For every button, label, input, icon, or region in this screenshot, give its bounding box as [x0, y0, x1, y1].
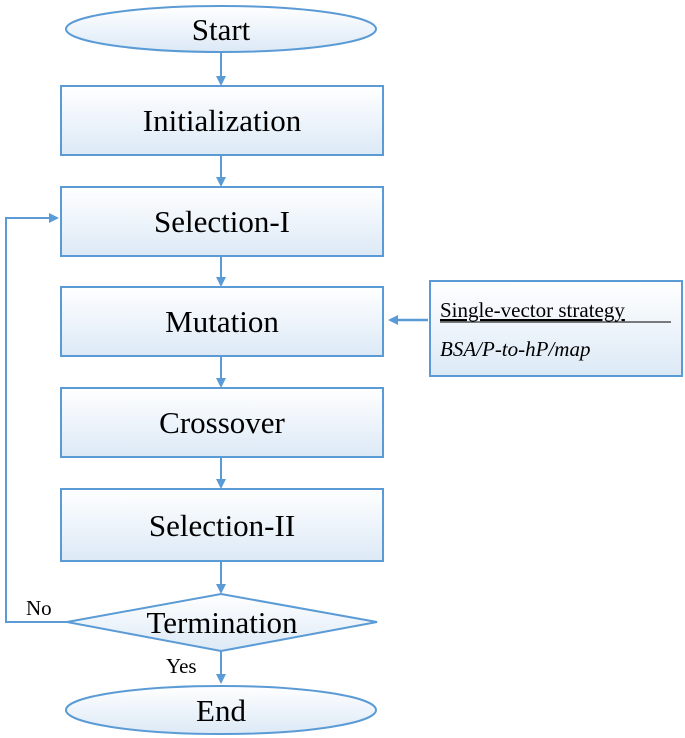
selection1-node: Selection-I: [60, 186, 384, 257]
crossover-label: Crossover: [159, 405, 285, 440]
strategy-box: Single-vector strategy BSA/P-to-hP/map: [429, 280, 683, 377]
initialization-label: Initialization: [143, 103, 302, 138]
selection2-box: [60, 488, 384, 562]
no-branch-label: No: [26, 596, 52, 620]
crossover-node: Crossover: [60, 387, 384, 458]
crossover-box: [60, 387, 384, 458]
mutation-label: Mutation: [165, 304, 279, 339]
end-ellipse: [65, 685, 377, 735]
strategy-title: Single-vector strategy: [440, 298, 625, 322]
yes-branch-label: Yes: [166, 654, 197, 678]
start-node: Start: [65, 5, 377, 53]
start-label: Start: [192, 12, 251, 47]
initialization-node: Initialization: [60, 85, 384, 156]
mutation-node: Mutation: [60, 286, 384, 357]
no-loop-connector: [5, 213, 67, 623]
selection1-label: Selection-I: [154, 204, 290, 239]
strategy-subtitle: BSA/P-to-hP/map: [440, 337, 590, 361]
initialization-box: [60, 85, 384, 156]
mutation-box: [60, 286, 384, 357]
selection2-node: Selection-II: [60, 488, 384, 562]
termination-label: Termination: [146, 605, 298, 640]
strategy-box-frame: [429, 280, 683, 377]
end-label: End: [196, 693, 246, 728]
termination-node: Termination: [66, 592, 378, 653]
end-node: End: [65, 685, 377, 735]
selection2-label: Selection-II: [149, 508, 295, 543]
